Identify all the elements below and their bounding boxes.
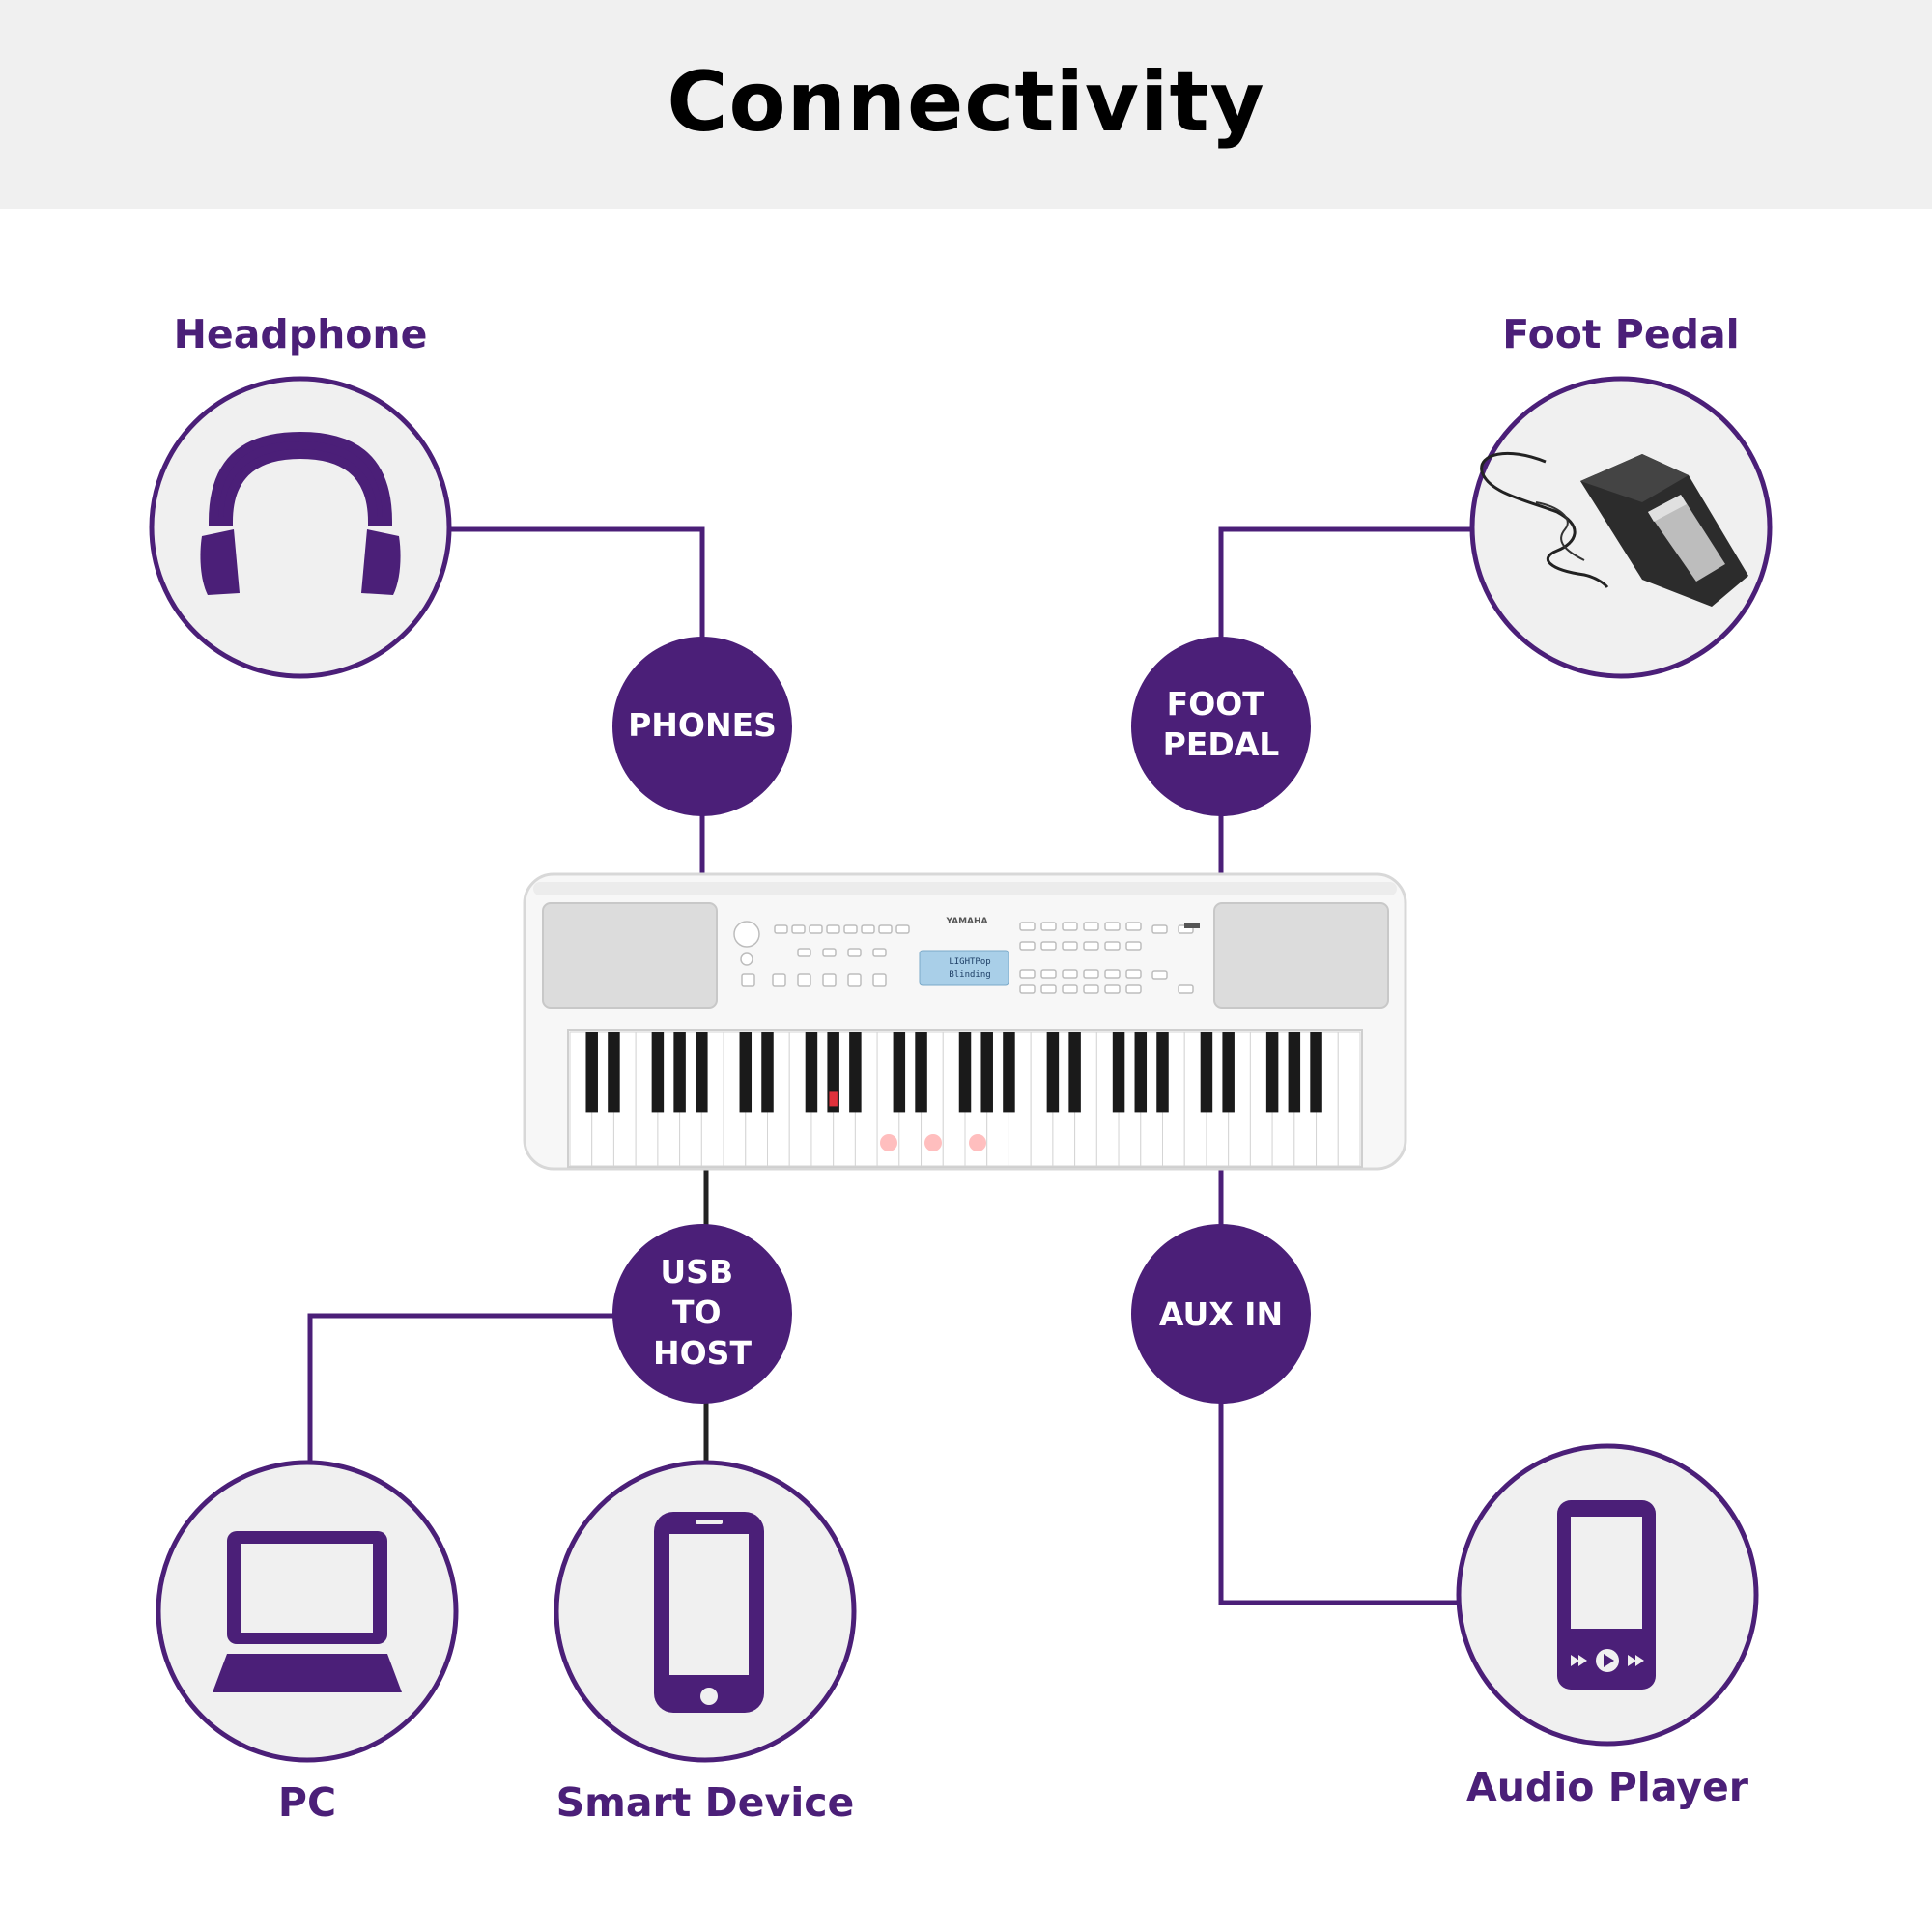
black-key <box>1068 1032 1081 1113</box>
headphone-label: Headphone <box>174 311 428 357</box>
left-speaker-grille <box>542 902 718 1009</box>
line-footpedal-port <box>1218 526 1472 639</box>
keyboard-brand: YAMAHA <box>945 917 987 926</box>
aux-in-port-label: AUX IN <box>1159 1295 1283 1333</box>
phones-port <box>612 637 792 816</box>
smart-device-label: Smart Device <box>556 1779 855 1826</box>
black-key <box>849 1032 862 1113</box>
black-key <box>673 1032 686 1113</box>
connector-lines <box>307 526 1472 1605</box>
white-key <box>1337 1031 1361 1167</box>
pc-label: PC <box>278 1779 336 1826</box>
key-lights <box>880 1134 986 1151</box>
black-key <box>739 1032 753 1113</box>
foot-pedal-label: Foot Pedal <box>1502 311 1739 357</box>
audio-player-label: Audio Player <box>1466 1764 1749 1810</box>
black-key <box>893 1032 906 1113</box>
line-usb-pc <box>307 1313 614 1463</box>
headphones-icon <box>200 431 401 595</box>
sustain-pedal-image <box>1480 451 1748 607</box>
page-title: Connectivity <box>667 54 1265 151</box>
black-key <box>1200 1032 1213 1113</box>
black-key <box>1288 1032 1301 1113</box>
line-headphone-phones <box>451 526 705 639</box>
smartphone-icon <box>654 1512 764 1713</box>
laptop-icon <box>213 1531 402 1692</box>
black-key <box>696 1032 708 1113</box>
keyboard-image: YAMAHA LIGHTPop Blinding <box>523 872 1407 1171</box>
black-key <box>1222 1032 1235 1113</box>
black-key <box>1003 1032 1015 1113</box>
black-key <box>1310 1032 1322 1113</box>
black-key <box>1046 1032 1060 1113</box>
header-bar <box>0 0 1932 209</box>
right-speaker-grille <box>1213 902 1389 1009</box>
headphone-circle <box>149 376 452 679</box>
lcd-line-2: Blinding <box>949 970 990 980</box>
foot-pedal-port <box>1131 637 1311 816</box>
usb-to-host-port-label: USB TO HOST <box>653 1253 752 1372</box>
lcd-display <box>919 950 1009 986</box>
phones-port-label: PHONES <box>628 706 777 744</box>
black-key <box>915 1032 927 1113</box>
black-key <box>805 1032 818 1113</box>
black-key <box>980 1032 993 1113</box>
control-panel <box>733 921 1194 994</box>
usb-to-host-port <box>612 1224 792 1404</box>
black-key <box>761 1032 774 1113</box>
line-aux-audioplayer <box>1218 1403 1459 1605</box>
black-key <box>585 1032 598 1113</box>
audio-player-icon <box>1557 1500 1656 1690</box>
aux-in-port <box>1131 1224 1311 1404</box>
black-key <box>1112 1032 1125 1113</box>
black-key <box>651 1032 665 1113</box>
black-keys <box>585 1032 1322 1113</box>
lcd-line-1: LIGHTPop <box>949 957 990 967</box>
black-key <box>1265 1032 1279 1113</box>
foot-pedal-port-label: FOOT PEDAL <box>1163 685 1280 763</box>
black-key <box>1156 1032 1169 1113</box>
port-circles <box>612 637 1311 1404</box>
black-key-light <box>829 1091 838 1107</box>
black-key <box>1134 1032 1148 1113</box>
black-key <box>608 1032 620 1113</box>
black-key <box>958 1032 972 1113</box>
